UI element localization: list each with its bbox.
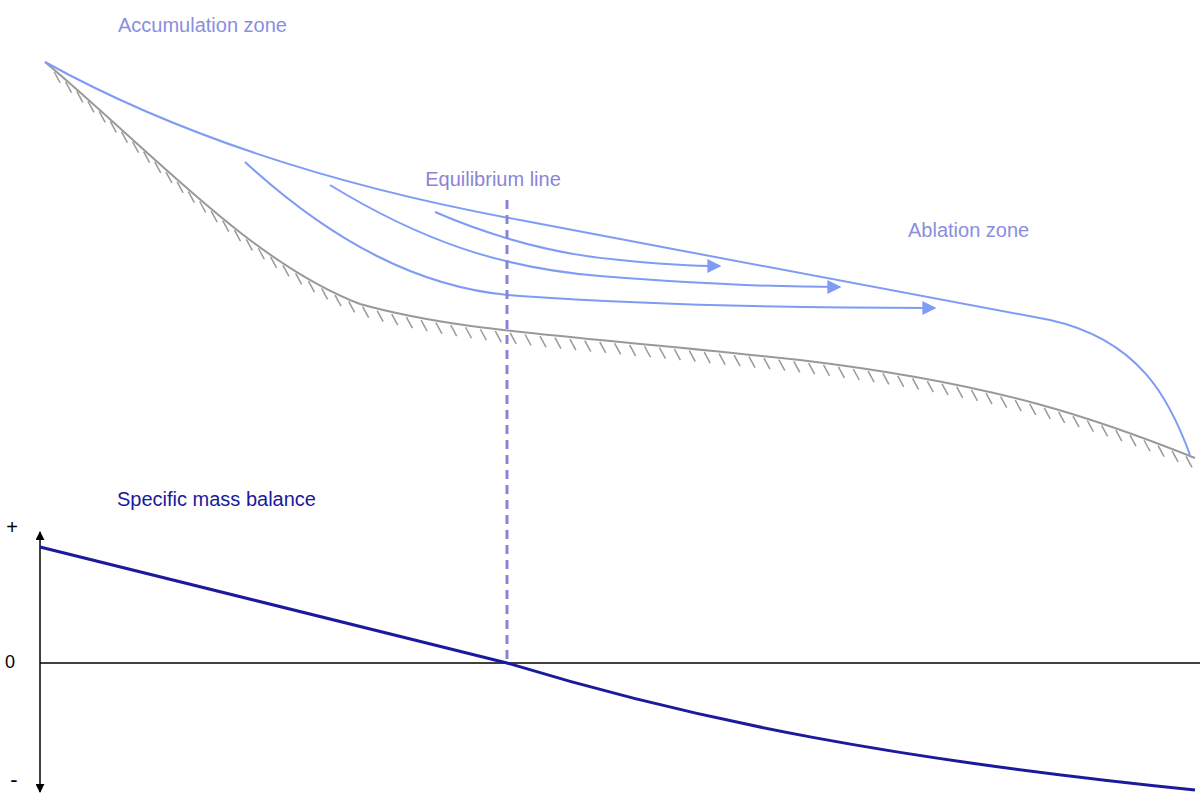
hatch-tick: [659, 348, 665, 359]
hatch-tick: [986, 393, 992, 404]
zero-axis: [40, 662, 1200, 664]
axis-value: 0: [5, 653, 15, 673]
hatch-tick: [764, 358, 770, 369]
hatch-tick: [1186, 456, 1192, 467]
hatch-tick: [957, 387, 963, 398]
hatch-tick: [392, 314, 398, 325]
hatch-tick: [585, 341, 591, 352]
hatch-tick: [510, 333, 516, 344]
axis-arrow: [39, 663, 41, 792]
hatch-tick: [1044, 408, 1050, 419]
line-label: Equilibrium line: [425, 168, 561, 190]
flow-arrow: [245, 162, 935, 308]
hatch-tick: [645, 346, 651, 357]
hatch-tick: [794, 361, 800, 372]
hatch-tick: [868, 371, 874, 382]
hatch-tick: [377, 311, 383, 322]
hatch-tick: [913, 378, 919, 389]
mass-balance-curve: [40, 547, 1195, 790]
hatch-tick: [719, 354, 725, 365]
hatch-tick: [406, 317, 412, 328]
hatch-tick: [1116, 430, 1122, 441]
hatch-tick: [495, 331, 501, 342]
flow-arrow: [330, 185, 840, 287]
hatch-tick: [824, 365, 830, 376]
hatch-tick: [480, 329, 486, 340]
hatch-tick: [630, 345, 636, 356]
hatch-tick: [451, 325, 457, 336]
hatch-tick: [1158, 446, 1164, 457]
hatch-tick: [525, 334, 531, 345]
hatch-tick: [942, 384, 948, 395]
axis-arrow: [39, 532, 41, 663]
axis-sign: +: [6, 516, 18, 538]
hatch-tick: [615, 343, 621, 354]
hatch-tick: [466, 327, 472, 338]
hatch-tick: [349, 301, 355, 312]
hatch-tick: [1102, 425, 1108, 436]
axis-title: Specific mass balance: [117, 488, 316, 510]
hatch-tick: [838, 367, 844, 378]
hatch-tick: [809, 363, 815, 374]
hatch-tick: [421, 320, 427, 331]
hatch-tick: [853, 369, 859, 380]
hatch-tick: [555, 338, 561, 349]
hatch-tick: [971, 390, 977, 401]
hatch-tick: [1030, 404, 1036, 415]
hatch-tick: [1172, 451, 1178, 462]
hatch-tick: [898, 376, 904, 387]
hatch-tick: [570, 339, 576, 350]
hatch-tick: [1073, 416, 1079, 427]
hatch-tick: [1015, 400, 1021, 411]
hatch-tick: [1130, 435, 1136, 446]
hatch-tick: [749, 357, 755, 368]
hatch-tick: [779, 360, 785, 371]
hatch-tick: [883, 373, 889, 384]
hatch-tick: [927, 381, 933, 392]
hatch-tick: [1001, 397, 1007, 408]
hatch-tick: [689, 351, 695, 362]
hatch-tick: [704, 352, 710, 363]
zone-label: Accumulation zone: [118, 14, 287, 36]
hatch-tick: [600, 342, 606, 353]
glacier-bed: [45, 62, 1195, 458]
hatch-tick: [363, 307, 369, 318]
hatch-tick: [674, 349, 680, 360]
bed-hatching: [54, 72, 1192, 468]
hatch-tick: [540, 336, 546, 347]
equilibrium-line: [506, 200, 509, 663]
hatch-tick: [1059, 412, 1065, 423]
axis-sign: -: [10, 768, 17, 792]
hatch-tick: [1087, 421, 1093, 432]
glacier-surface: [45, 62, 1190, 455]
hatch-tick: [436, 323, 442, 334]
hatch-tick: [1144, 440, 1150, 451]
hatch-tick: [335, 295, 341, 306]
zone-label: Ablation zone: [908, 219, 1029, 241]
flow-arrow: [435, 212, 720, 266]
hatch-tick: [734, 355, 740, 366]
